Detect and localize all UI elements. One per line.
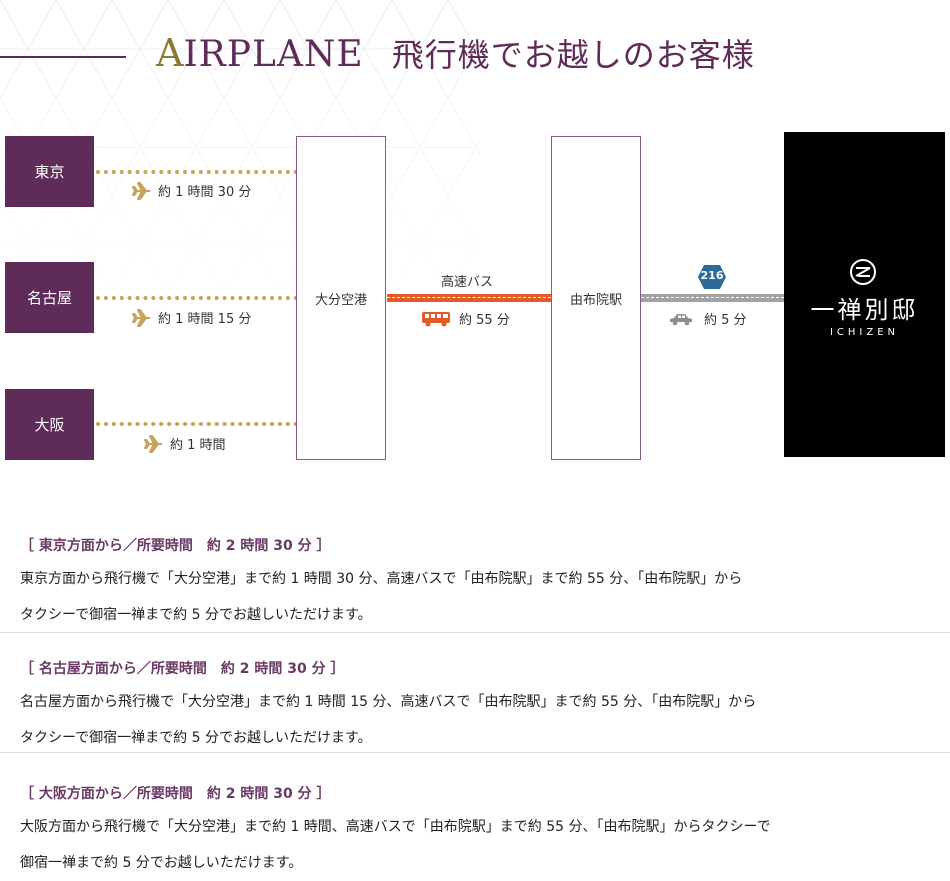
bus-time: 約 55 分 [421,309,510,328]
airport-label: 大分空港 [314,292,367,308]
ichizen-logo-icon [850,259,876,285]
route-section-tokyo: ［ 東京方面から／所要時間 約 2 時間 30 分 ］ 東京方面から飛行機で「大… [20,535,940,633]
section-body: 大阪方面から飛行機で「大分空港」まで約 1 時間、高速バスで「由布院駅」まで約 … [20,809,940,881]
station-box: 由布院駅 [551,136,641,460]
airplane-icon [132,308,150,327]
route-section-nagoya: ［ 名古屋方面から／所要時間 約 2 時間 30 分 ］ 名古屋方面から飛行機で… [20,658,940,756]
section-heading: ［ 東京方面から／所要時間 約 2 時間 30 分 ］ [20,538,331,554]
title-initial: A [156,31,184,75]
flight-time-label: 約 1 時間 30 分 [158,185,252,200]
section-divider [0,632,950,633]
origin-osaka: 大阪 [5,389,94,460]
section-line: 東京方面から飛行機で「大分空港」まで約 1 時間 30 分、高速バスで「由布院駅… [20,571,743,587]
flight-time-tokyo: 約 1 時間 30 分 [132,181,251,200]
bus-time-label: 約 55 分 [459,313,510,328]
section-body: 東京方面から飛行機で「大分空港」まで約 1 時間 30 分、高速バスで「由布院駅… [20,561,940,633]
section-line: タクシーで御宿一禅まで約 5 分でお越しいただけます。 [20,730,372,746]
hotel-name: 一禅別邸 [810,296,919,324]
route-number-badge: 216 [697,264,727,294]
header-rule [0,56,126,58]
flight-time-label: 約 1 時間 [170,438,226,453]
taxi-time-label: 約 5 分 [704,313,747,328]
airplane-icon [132,181,150,200]
bus-label: 高速バス [441,275,494,290]
section-line: タクシーで御宿一禅まで約 5 分でお越しいただけます。 [20,607,372,623]
hotel-box: 一禅別邸 ICHIZEN [784,132,945,457]
flight-route-nagoya [96,296,298,300]
car-icon [670,313,692,325]
section-line: 名古屋方面から飛行機で「大分空港」まで約 1 時間 15 分、高速バスで「由布院… [20,694,757,710]
bus-icon [422,311,450,326]
hotel-name-roman: ICHIZEN [829,327,900,338]
flight-time-osaka: 約 1 時間 [144,434,226,453]
section-line: 大阪方面から飛行機で「大分空港」まで約 1 時間、高速バスで「由布院駅」まで約 … [20,819,771,835]
bus-route [387,294,551,302]
origin-tokyo: 東京 [5,136,94,207]
airport-box: 大分空港 [296,136,386,460]
page-title: AIRPLANE 飛行機でお越しのお客様 [156,30,755,76]
route-number: 216 [700,269,724,282]
section-body: 名古屋方面から飛行機で「大分空港」まで約 1 時間 15 分、高速バスで「由布院… [20,684,940,756]
flight-time-nagoya: 約 1 時間 15 分 [132,308,251,327]
section-heading: ［ 大阪方面から／所要時間 約 2 時間 30 分 ］ [20,786,331,802]
airplane-icon [144,434,162,453]
title-japanese: 飛行機でお越しのお客様 [391,36,755,74]
flight-route-tokyo [96,170,298,174]
section-heading: ［ 名古屋方面から／所要時間 約 2 時間 30 分 ］ [20,661,345,677]
origin-nagoya: 名古屋 [5,262,94,333]
route-shield-icon [698,265,726,289]
road-route [641,294,784,302]
flight-route-osaka [96,422,298,426]
title-word: IRPLANE [183,34,364,75]
route-section-osaka: ［ 大阪方面から／所要時間 約 2 時間 30 分 ］ 大阪方面から飛行機で「大… [20,783,940,881]
station-label: 由布院駅 [569,292,622,308]
taxi-time: 約 5 分 [668,309,747,328]
section-line: 御宿一禅まで約 5 分でお越しいただけます。 [20,855,303,871]
section-divider [0,752,950,753]
flight-time-label: 約 1 時間 15 分 [158,312,252,327]
